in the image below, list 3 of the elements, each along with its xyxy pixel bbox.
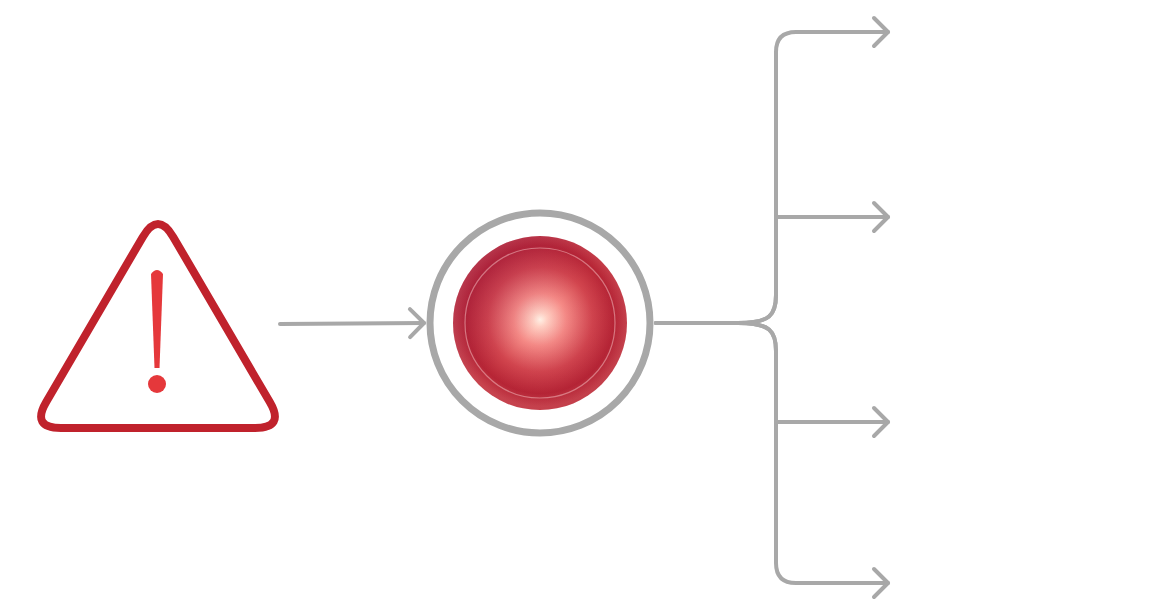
arrow xyxy=(278,307,426,340)
arrow xyxy=(654,321,890,599)
sphere-in-ring xyxy=(424,207,656,439)
